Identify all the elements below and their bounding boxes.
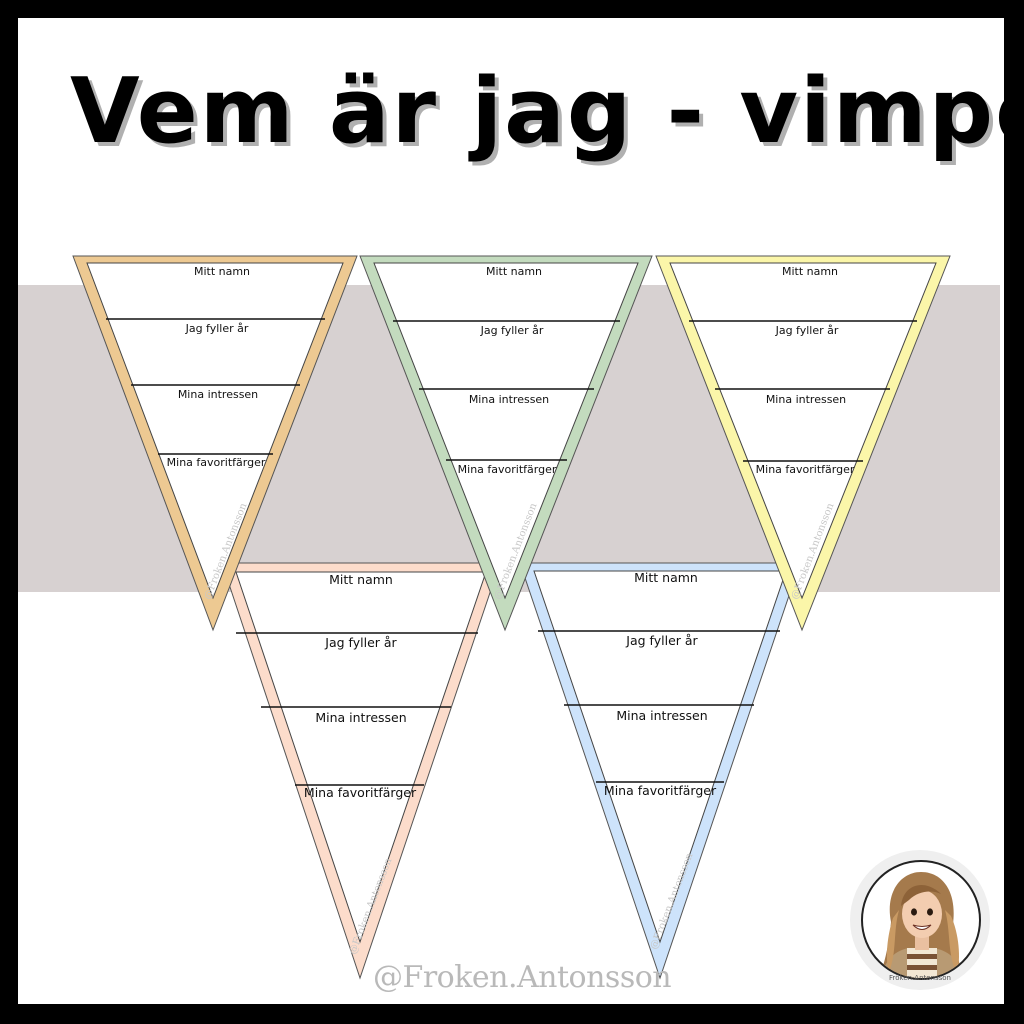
field-label-birthday: Jag fyller år [324,635,397,650]
author-avatar-badge: Fröken.Antonsson [850,850,990,990]
page-title: Vem är jag - vimpel [70,59,1004,164]
avatar [861,860,981,980]
product-cover: Vem är jag - vimpel Mitt namn Jag fyller… [18,18,1004,1004]
field-label-birthday: Jag fyller år [480,324,544,337]
field-label-colors: Mina favoritfärger [604,783,717,798]
avatar-illustration-icon [879,872,963,978]
field-label-birthday: Jag fyller år [625,633,698,648]
pennant-garland: Mitt namn Jag fyller år Mina intressen M… [72,255,951,980]
field-label-interests: Mina intressen [315,710,406,725]
pennant-peach: Mitt namn Jag fyller år Mina intressen M… [221,562,501,980]
field-label-interests: Mina intressen [469,393,549,406]
field-label-colors: Mina favoritfärger [458,463,557,476]
field-label-birthday: Jag fyller år [775,324,839,337]
field-label-name: Mitt namn [329,572,393,587]
field-label-interests: Mina intressen [178,388,258,401]
field-label-name: Mitt namn [634,570,698,585]
field-label-birthday: Jag fyller år [185,322,249,335]
pennant-orange: Mitt namn Jag fyller år Mina intressen M… [72,255,358,632]
pennant-green: Mitt namn Jag fyller år Mina intressen M… [359,255,653,632]
field-label-interests: Mina intressen [766,393,846,406]
field-label-interests: Mina intressen [616,708,707,723]
field-label-name: Mitt namn [782,265,838,278]
field-label-colors: Mina favoritfärger [304,785,417,800]
credit-watermark: @Froken.Antonsson [373,960,672,995]
field-label-colors: Mina favoritfärger [756,463,855,476]
field-label-colors: Mina favoritfärger [167,456,266,469]
pennant-yellow: Mitt namn Jag fyller år Mina intressen M… [655,255,951,632]
field-label-name: Mitt namn [194,265,250,278]
field-label-name: Mitt namn [486,265,542,278]
avatar-name: Fröken.Antonsson [889,974,951,982]
pennant-blue: Mitt namn Jag fyller år Mina intressen M… [519,562,801,980]
